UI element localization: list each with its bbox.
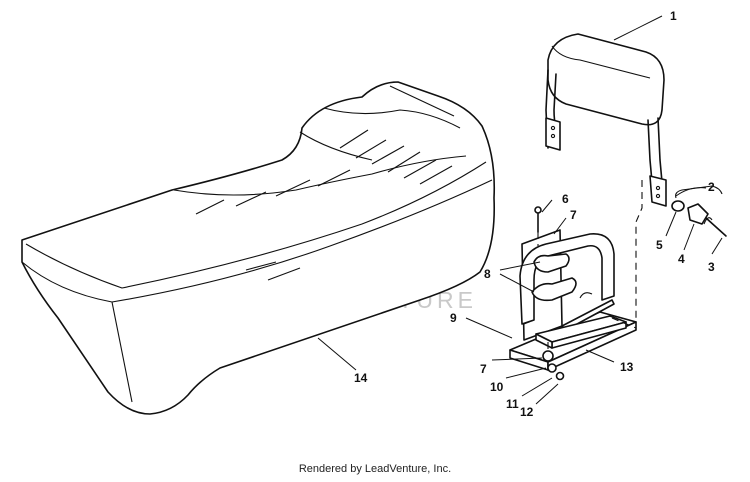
lock-washer [547, 363, 557, 373]
pad-strip [535, 315, 627, 349]
backrest [545, 33, 667, 207]
callout-2: 2 [708, 180, 715, 194]
callout-1: 1 [670, 9, 677, 23]
callout-14: 14 [354, 371, 368, 385]
callout-9: 9 [450, 311, 457, 325]
alignment-lines [537, 180, 643, 352]
callout-3: 3 [708, 260, 715, 274]
seat-outline [21, 81, 496, 415]
callout-7-upper: 7 [570, 208, 577, 222]
callout-10: 10 [490, 380, 504, 394]
callout-6: 6 [562, 192, 569, 206]
seat-cushion [21, 81, 496, 415]
backrest-bracket [509, 206, 637, 381]
knob [687, 203, 709, 225]
bolt [705, 217, 727, 237]
callout-11: 11 [506, 397, 519, 411]
callout-12: 12 [520, 405, 534, 419]
callout-4: 4 [678, 252, 685, 266]
callout-13: 13 [620, 360, 634, 374]
callout-5: 5 [656, 238, 663, 252]
backrest-pad [547, 33, 665, 126]
latch-hardware [671, 185, 727, 237]
clamp-upper [533, 253, 570, 273]
washer [671, 200, 685, 212]
callouts: 1 2 3 4 5 6 7 8 9 7 10 11 12 13 14 [354, 9, 715, 419]
leader-lines [317, 15, 723, 405]
callout-7-lower: 7 [480, 362, 487, 376]
flat-washer [555, 371, 565, 381]
clamp-lower [531, 277, 577, 302]
callout-8: 8 [484, 267, 491, 281]
nut [542, 350, 554, 362]
footer-credit: Rendered by LeadVenture, Inc. [298, 463, 452, 475]
